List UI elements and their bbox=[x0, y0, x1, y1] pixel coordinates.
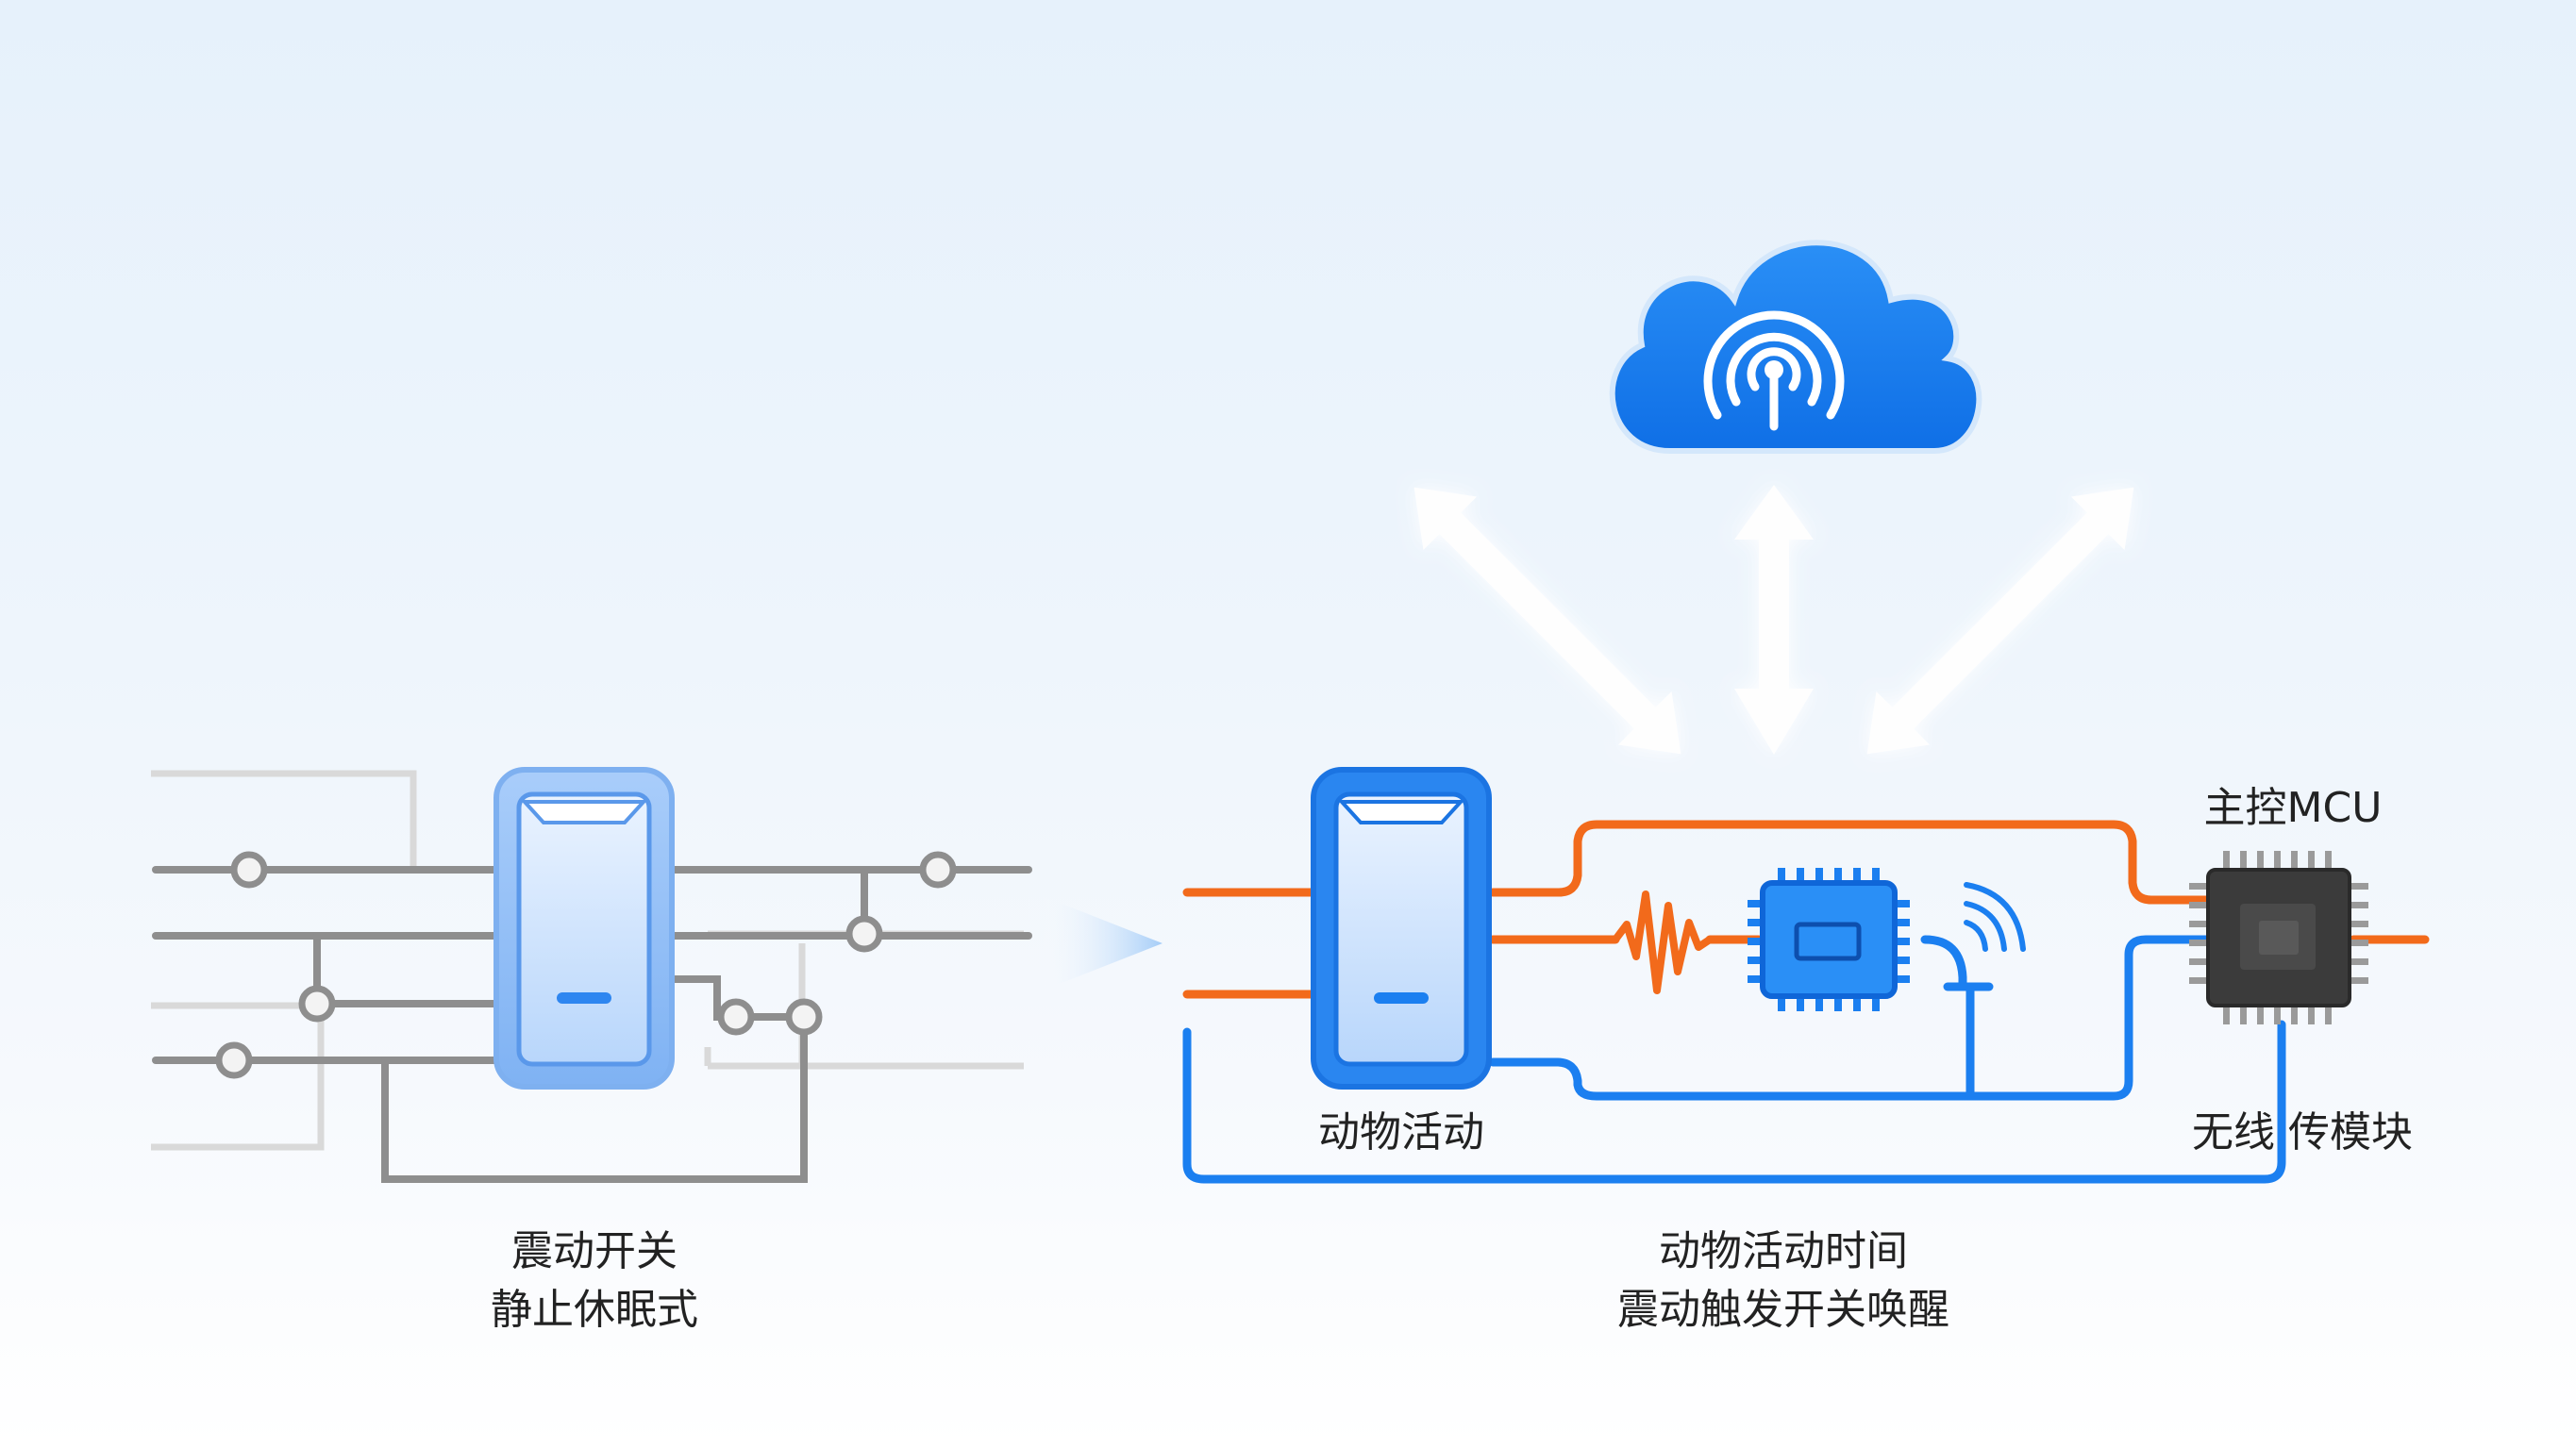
vibration-switch-active-icon bbox=[1311, 767, 1492, 1090]
arrow-diag-left-icon bbox=[1413, 487, 1681, 755]
left-caption-line2: 静止休眠式 bbox=[491, 1286, 698, 1334]
arrow-diag-right-icon bbox=[1866, 487, 2134, 755]
left-nodes bbox=[215, 851, 957, 1079]
left-circuit bbox=[151, 767, 1032, 1183]
switch-label: 动物活动 bbox=[1318, 1108, 1484, 1157]
circuit-node bbox=[919, 851, 957, 889]
mcu-chip-icon bbox=[2189, 851, 2368, 1024]
circuit-node bbox=[215, 1041, 253, 1079]
vibration-switch-icon bbox=[493, 767, 675, 1090]
circuit-node bbox=[298, 985, 336, 1023]
wireless-chip-icon bbox=[1748, 868, 1910, 1011]
left-caption: 震动开关 静止休眠式 bbox=[406, 1223, 783, 1340]
circuit-node bbox=[230, 851, 268, 889]
sync-arrows bbox=[1413, 485, 2134, 755]
right-caption: 动物活动时间 震动触发开关唤醒 bbox=[1538, 1223, 2029, 1340]
right-caption-line2: 震动触发开关唤醒 bbox=[1617, 1286, 1949, 1334]
arrow-vertical-icon bbox=[1734, 485, 1814, 755]
cloud-wifi-icon bbox=[1609, 240, 1982, 454]
wireless-module-label: 无线 传模块 bbox=[2192, 1108, 2413, 1157]
mcu-label: 主控MCU bbox=[2203, 784, 2383, 832]
circuit-node bbox=[717, 998, 755, 1036]
circuit-node bbox=[785, 998, 823, 1036]
right-caption-line1: 动物活动时间 bbox=[1659, 1227, 1908, 1275]
circuit-node bbox=[845, 915, 883, 953]
blue-wires bbox=[1182, 935, 2286, 1184]
signal-waves-icon bbox=[1964, 882, 2026, 952]
left-caption-line1: 震动开关 bbox=[511, 1227, 677, 1275]
right-circuit bbox=[1182, 767, 2430, 1184]
chevron-right-icon bbox=[1038, 894, 1163, 992]
pulse-wave-icon bbox=[1612, 890, 1713, 994]
